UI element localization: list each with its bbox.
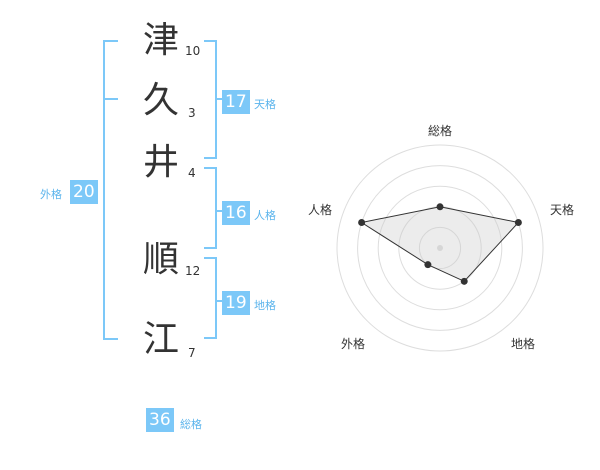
name-char-3: 井 [142, 142, 179, 183]
radar-grid-ring [357, 165, 523, 331]
radar-label-jinkaku: 人格 [308, 203, 333, 217]
radar-grid-ring [418, 226, 462, 270]
radar-grid-ring [336, 144, 544, 352]
stroke-count-1: 10 [185, 44, 201, 58]
chikaku-value: 19 [222, 291, 250, 315]
tenkaku-value: 17 [222, 90, 250, 114]
radar-series-area [360, 206, 520, 282]
radar-point-4 [424, 261, 432, 269]
chikaku-label: 地格 [254, 299, 276, 312]
radar-label-soukaku: 総格 [428, 124, 453, 138]
tenkaku-label: 天格 [254, 98, 276, 111]
radar-point-5 [358, 219, 366, 227]
radar-point-3 [460, 277, 468, 285]
name-char-5: 江 [142, 319, 179, 360]
jinkaku-value: 16 [222, 201, 250, 225]
stroke-count-4: 12 [185, 264, 201, 278]
soukaku-value: 36 [146, 408, 174, 432]
stroke-count-3: 4 [188, 166, 196, 180]
jinkaku-label: 人格 [254, 209, 276, 222]
chikaku-bracket [204, 257, 217, 339]
jinkaku-bracket [204, 167, 217, 249]
stroke-count-2: 3 [188, 106, 196, 120]
radar-point-1 [436, 203, 444, 211]
gaikaku-label: 外格 [40, 188, 62, 201]
gaikaku-bracket [103, 40, 118, 340]
name-char-1: 津 [142, 20, 179, 61]
name-char-4: 順 [142, 239, 179, 280]
name-char-2: 久 [142, 80, 179, 121]
radar-center [437, 245, 443, 251]
radar-point-2 [514, 219, 522, 227]
radar-label-gaikaku: 外格 [341, 337, 366, 351]
radar-label-tenkaku: 天格 [550, 203, 575, 217]
radar-grid-ring [377, 185, 503, 311]
stroke-count-5: 7 [188, 346, 196, 360]
soukaku-label: 総格 [180, 418, 202, 431]
radar-label-chikaku: 地格 [511, 337, 536, 351]
gaikaku-value: 20 [70, 180, 98, 204]
